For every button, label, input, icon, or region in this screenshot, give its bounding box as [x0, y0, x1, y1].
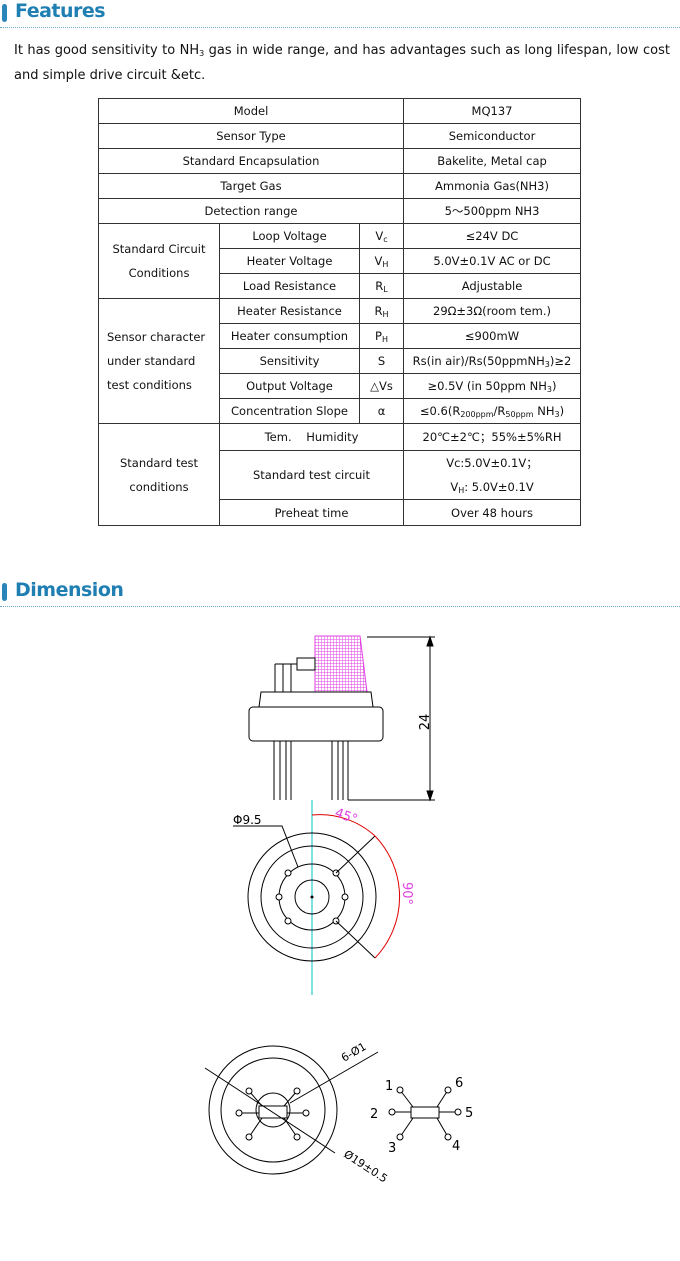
- pin-label-2: 2: [370, 1107, 378, 1122]
- heading-marker-icon: [2, 583, 7, 601]
- sensor-base-view: Ø19±0.5 6-Ø1: [204, 1040, 390, 1186]
- pin-diagram: 1 2 3 4 5 6: [370, 1076, 473, 1156]
- mesh-cap: [314, 635, 368, 693]
- pins-label: 6-Ø1: [339, 1040, 369, 1065]
- sensor-side-view: 24: [248, 635, 435, 802]
- pin-label-6: 6: [455, 1076, 463, 1091]
- dimension-title: Dimension: [15, 579, 124, 601]
- intro-text: It has good sensitivity to NH3 gas in wi…: [14, 43, 671, 83]
- pin-label-4: 4: [452, 1139, 460, 1154]
- diameter-label: Ø19±0.5: [341, 1148, 389, 1186]
- height-label: 24: [418, 714, 433, 731]
- pin-label-3: 3: [388, 1141, 396, 1156]
- angle-45-label: 45°: [333, 806, 360, 828]
- divider: [0, 27, 680, 28]
- dimension-heading: Dimension: [0, 579, 680, 609]
- table-row: Output Voltage△Vs≥0.5V (in 50ppm NH3): [99, 373, 581, 399]
- phi-label: Φ9.5: [233, 813, 262, 827]
- heading-marker-icon: [2, 4, 7, 22]
- sensor-bottom-view: Φ9.5 45° 90°: [233, 800, 414, 995]
- features-title: Features: [15, 0, 106, 22]
- features-heading: Features: [0, 0, 680, 30]
- pin-label-1: 1: [385, 1079, 393, 1094]
- pin-label-5: 5: [465, 1106, 473, 1121]
- table-row: Sensor character under standard test con…: [98, 298, 581, 424]
- divider: [0, 606, 680, 607]
- angle-90-label: 90°: [399, 882, 414, 905]
